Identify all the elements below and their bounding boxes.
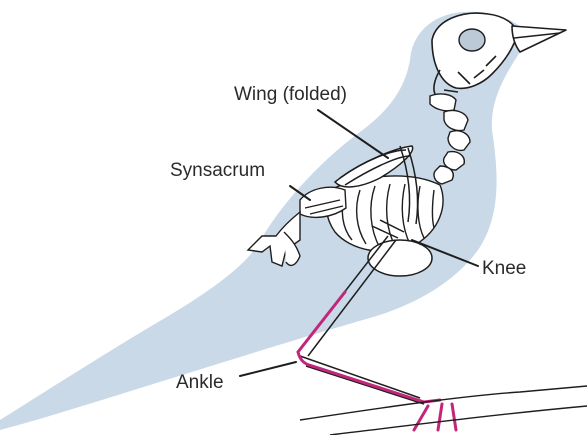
ankle-label: Ankle (176, 372, 224, 393)
ankle-leader-line (239, 361, 297, 377)
knee-label: Knee (482, 258, 526, 279)
folded-wing (333, 145, 419, 225)
eye-socket (458, 28, 486, 52)
perch-branch (299, 385, 587, 435)
leader-lines (239, 109, 479, 377)
wing-leader-line (317, 109, 389, 159)
synsacrum-label: Synsacrum (170, 160, 265, 181)
highlighted-leg-segment (296, 290, 458, 432)
synsacrum-leader-line (289, 185, 311, 201)
knee-leader-line (411, 239, 479, 267)
neck-vertebrae (429, 93, 471, 185)
tail-bones (246, 210, 301, 267)
wing-label: Wing (folded) (234, 84, 347, 105)
bird-silhouette (0, 11, 568, 431)
synsacrum-pelvis (299, 186, 347, 219)
rib-cage (325, 175, 444, 253)
leg-bones (297, 219, 433, 405)
